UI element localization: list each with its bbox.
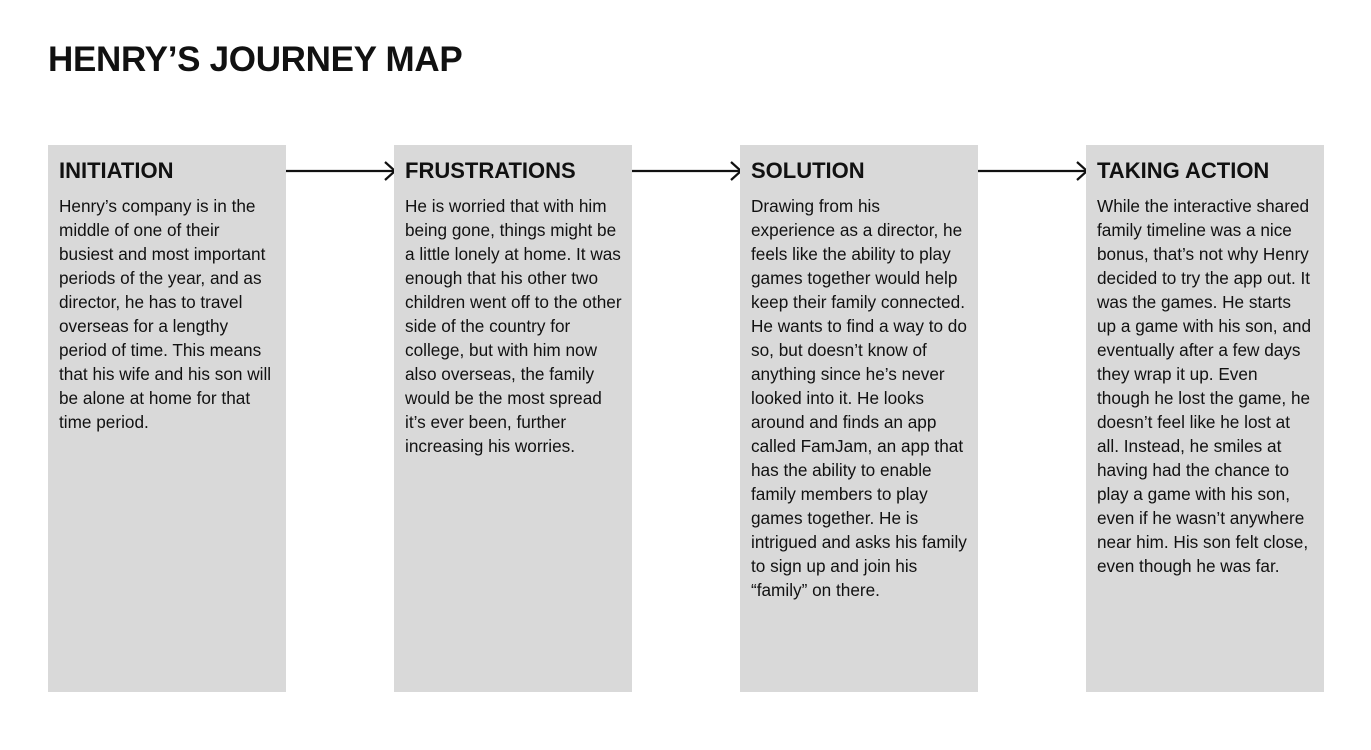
stage-heading: FRUSTRATIONS: [405, 158, 576, 183]
stage-description: While the interactive shared family time…: [1097, 196, 1312, 576]
stage-heading: INITIATION: [59, 158, 174, 183]
page-title: HENRY’S JOURNEY MAP: [48, 40, 463, 79]
arrow-right-icon: [632, 161, 743, 181]
stage-heading: SOLUTION: [751, 158, 865, 183]
stage-card-taking-action: TAKING ACTION While the interactive shar…: [1086, 145, 1324, 692]
stage-card-solution: SOLUTION Drawing from his experience as …: [740, 145, 978, 692]
stage-heading: TAKING ACTION: [1097, 158, 1270, 183]
stage-description: Drawing from his experience as a directo…: [751, 196, 967, 600]
stage-description: Henry’s company is in the middle of one …: [59, 196, 272, 432]
stage-card-initiation: INITIATION Henry’s company is in the mid…: [48, 145, 286, 692]
stage-card-frustrations: FRUSTRATIONS He is worried that with him…: [394, 145, 632, 692]
stage-description: He is worried that with him being gone, …: [405, 196, 622, 456]
arrow-right-icon: [978, 161, 1089, 181]
arrow-right-icon: [286, 161, 397, 181]
